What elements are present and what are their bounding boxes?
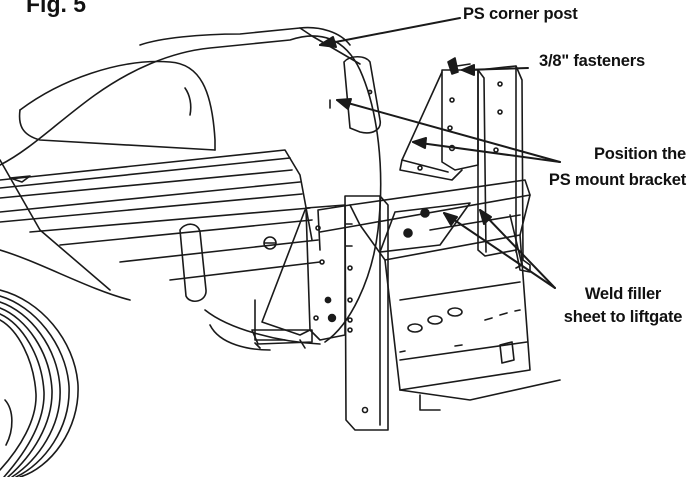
front-upright-post [344,195,389,431]
tire [0,289,79,477]
callout-filler-line2: sheet to liftgate [563,308,683,326]
truck-bed [0,26,382,351]
callout-mount-bracket-line1: Position the [593,145,686,163]
liftgate-frame [317,179,561,411]
callout-filler-line1: Weld filler [584,285,662,303]
callout-mount-bracket-line2: PS mount bracket [548,171,686,189]
leader-lines [319,17,561,289]
front-mount-bracket [251,204,346,349]
figure-label: Fig. 5 [26,0,87,17]
callout-fasteners: 3/8" fasteners [539,52,645,70]
callout-corner-post: PS corner post [463,5,578,23]
rear-mount-bracket [399,57,479,181]
